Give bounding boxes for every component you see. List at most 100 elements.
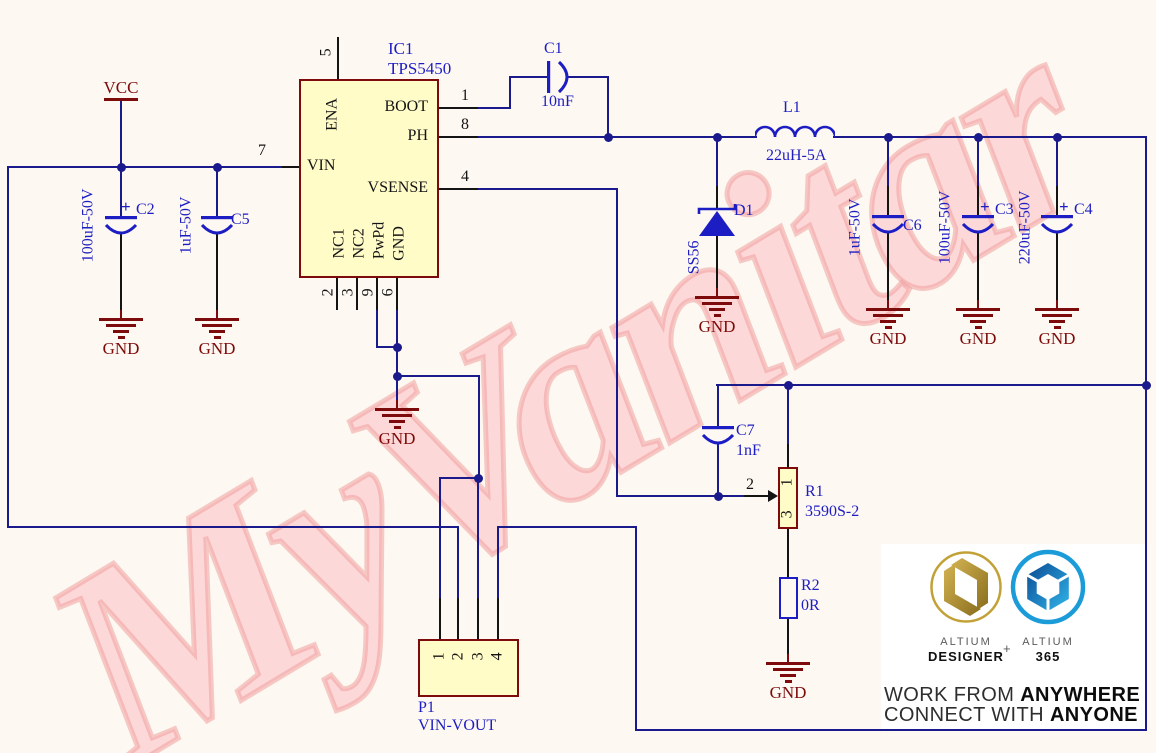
wire [833,136,1147,138]
wire [216,233,218,310]
wire [497,526,637,528]
wire [477,598,479,640]
plus-sign: + [1003,641,1011,656]
capacitor-c2-value: 100uF-50V [79,188,97,263]
r1-pin-2: 2 [746,476,754,493]
altium-designer-word: DESIGNER [928,649,1004,664]
gnd-label: GND [959,329,997,348]
wire [1145,136,1147,731]
capacitor-c1-value: 10nF [541,93,574,110]
junction-dot [117,163,126,172]
wire [616,188,618,497]
pin-name-vsense: VSENSE [367,179,428,196]
wire [635,729,1147,731]
capacitor-c2-ref: C2 [136,201,155,218]
capacitor-c3-plus: + [980,197,990,216]
capacitor-c7-symbol [701,426,735,445]
wire [977,136,979,186]
wire [337,37,339,80]
wire [787,384,789,444]
wire [497,598,499,640]
altium-365-logo-icon [1010,549,1086,625]
wire [787,619,789,654]
junction-dot [974,133,983,142]
capacitor-c5-symbol [200,216,234,235]
p1-value: VIN-VOUT [418,717,497,734]
wire [216,166,218,216]
wire [120,233,122,310]
gnd-label: GND [1038,329,1076,348]
gnd-label: GND [102,339,140,358]
p1-pin-4: 4 [488,652,506,661]
p1-pin-3: 3 [469,652,487,661]
inductor-l1-value: 22uH-5A [766,147,827,164]
gnd-label: GND [698,317,736,336]
junction-dot [393,372,402,381]
capacitor-c3-value: 100uF-50V [936,190,954,265]
wire [787,529,789,578]
wire [616,495,718,497]
wire [478,188,618,190]
capacitor-c2-symbol [104,216,138,235]
capacitor-c5-value: 1uF-50V [177,196,195,255]
wire [282,166,300,168]
altium-365-word: 365 [1035,649,1061,664]
junction-dot [1053,133,1062,142]
tagline-line1: WORK FROM ANYWHERE [884,684,1140,707]
capacitor-c3-symbol [961,215,995,234]
tagline2-normal: CONNECT WITH [884,704,1050,726]
pin-number-4: 4 [461,168,469,185]
wire [439,188,479,190]
capacitor-c7-ref: C7 [736,422,755,439]
wiper-arrowhead [768,490,778,502]
wire [120,166,122,216]
pin-name-nc1: NC1 [330,228,348,259]
junction-dot [393,343,402,352]
wire [396,278,398,310]
diode-d1-value: SS56 [685,240,703,275]
wire [356,278,358,310]
pin-name-boot: BOOT [384,98,428,115]
wire [439,477,480,479]
capacitor-c3-ref: C3 [995,201,1014,218]
wire [457,598,459,640]
gnd-label: GND [198,339,236,358]
pin-number-2: 2 [319,288,337,297]
pin-name-ena: ENA [323,97,341,131]
pin-name-gnd: GND [390,226,408,261]
ic1-ref: IC1 [388,39,414,58]
pin-number-5: 5 [317,48,335,57]
inductor-l1-ref: L1 [783,99,801,116]
wire [977,233,979,300]
altium-logos [930,549,1086,625]
wire [717,384,719,427]
tagline2-bold: ANYONE [1049,704,1138,726]
wire [977,186,979,216]
capacitor-c1-symbol [547,60,569,94]
wire [376,346,398,348]
wire [787,444,789,468]
ic1-part: TPS5450 [388,59,452,78]
r2-value: 0R [801,597,820,614]
wire [478,375,480,479]
wire [1056,233,1058,300]
junction-dot [713,133,722,142]
pin-number-6: 6 [379,288,397,297]
r1-pin-3: 3 [778,510,796,519]
wire [887,186,889,216]
r2-ref: R2 [801,577,820,594]
gnd-label: GND [378,429,416,448]
r1-pin-1: 1 [778,478,796,487]
wire [1056,186,1058,216]
wire [478,136,757,138]
pin-number-1: 1 [461,87,469,104]
junction-dot [604,133,613,142]
capacitor-c6-ref: C6 [903,217,922,234]
junction-dot [213,163,222,172]
wire [509,76,511,109]
gnd-label: GND [869,329,907,348]
wire [635,526,637,731]
capacitor-c6-symbol [871,215,905,234]
